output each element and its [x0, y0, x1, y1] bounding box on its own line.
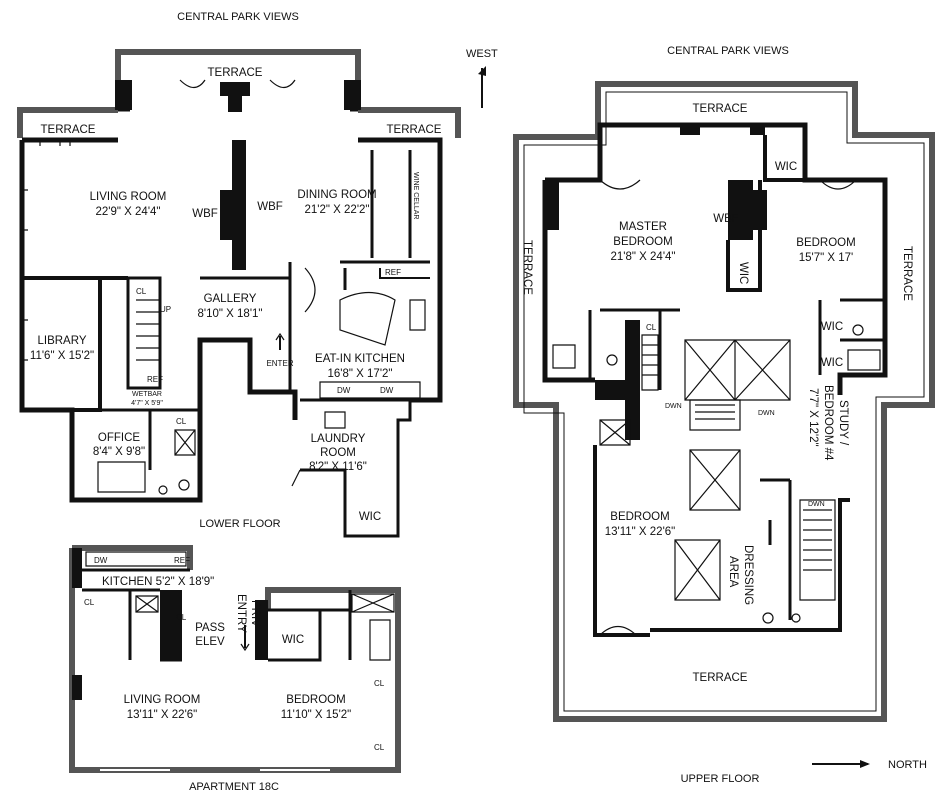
upper-closet-label: CL — [646, 323, 657, 332]
apt-wic-label: WIC — [282, 634, 304, 646]
lower-terrace-top-label: TERRACE — [208, 67, 263, 79]
upper-wic-3: WIC — [821, 321, 843, 333]
west-label: WEST — [466, 48, 498, 60]
apt-closet-4: CL — [374, 743, 385, 752]
office-name: OFFICE — [98, 432, 140, 444]
upper-terrace-top-label: TERRACE — [693, 103, 748, 115]
apartment-18c-plan — [69, 545, 401, 773]
apt-bedroom-name: BEDROOM — [286, 694, 345, 706]
north-label: NORTH — [888, 759, 927, 771]
down-label-3: DWN — [808, 501, 825, 508]
wine-cellar-label: WINE CELLAR — [412, 172, 419, 219]
upper-wic-1: WIC — [775, 161, 797, 173]
laundry-name: LAUNDRY — [311, 433, 366, 445]
west-arrow-icon — [478, 66, 486, 108]
laundry-dim: 8'2" X 11'6" — [309, 461, 367, 473]
wetbar-label: WETBAR — [132, 391, 162, 398]
office-closet-label: CL — [176, 417, 187, 426]
enter-label: ENTER — [266, 359, 293, 368]
stair-up-label: UP — [160, 305, 171, 314]
lower-floor-plan — [17, 49, 461, 538]
apt-closet-2: CL — [176, 613, 187, 622]
gallery-name: GALLERY — [204, 293, 257, 305]
ref-label: REF — [385, 268, 401, 277]
apartment-label: APARTMENT 18C — [189, 781, 279, 793]
upper-wbf-label: WBF — [713, 213, 739, 225]
kitchen-name: EAT-IN KITCHEN — [315, 353, 405, 365]
upper-floor-label: UPPER FLOOR — [681, 773, 760, 785]
apt-pass-label: PASS — [195, 622, 225, 634]
upper-bedroom-1-name: BEDROOM — [796, 237, 855, 249]
upper-wic-2: WIC — [737, 262, 749, 284]
library-dim: 11'6" X 15'2" — [30, 350, 94, 362]
gallery-dim: 8'10" X 18'1" — [198, 308, 263, 320]
living-room-dim: 22'9" X 24'4" — [96, 206, 161, 218]
apt-priv-label: PRIV — [249, 600, 261, 627]
upper-terrace-right-label: TERRACE — [901, 246, 913, 301]
apt-living-name: LIVING ROOM — [124, 694, 201, 706]
down-label-2: DWN — [758, 410, 775, 417]
closet-label: CL — [136, 287, 147, 296]
apt-ref-label: REF — [174, 556, 190, 565]
dressing-label-1: DRESSING — [742, 545, 754, 605]
upper-bedroom-1-dim: 15'7" X 17' — [799, 252, 854, 264]
upper-bedroom-2-dim: 13'11" X 22'6" — [605, 526, 676, 538]
apt-elev-label: ELEV — [195, 636, 225, 648]
lower-views-label: CENTRAL PARK VIEWS — [177, 11, 299, 23]
kitchen-dim: 16'8" X 17'2" — [328, 368, 393, 380]
wetbar-ref-label: REF — [147, 375, 163, 384]
down-label-1: DWN — [665, 403, 682, 410]
upper-terrace-left-label: TERRACE — [521, 240, 533, 295]
lower-floor-label: LOWER FLOOR — [199, 518, 280, 530]
office-dim: 8'4" X 9'8" — [93, 446, 145, 458]
study-label-2: BEDROOM #4 — [822, 385, 834, 461]
apt-closet-3: CL — [374, 679, 385, 688]
dw-label-1: DW — [337, 386, 351, 395]
upper-terrace-bottom-label: TERRACE — [693, 672, 748, 684]
upper-views-label: CENTRAL PARK VIEWS — [667, 45, 789, 57]
apt-kitchen-label: KITCHEN 5'2" X 18'9" — [102, 576, 214, 588]
dining-room-dim: 21'2" X 22'2" — [305, 204, 370, 216]
apt-closet-1: CL — [84, 598, 95, 607]
dining-room-name: DINING ROOM — [297, 189, 376, 201]
upper-bedroom-2-name: BEDROOM — [610, 511, 669, 523]
wetbar-dim: 4'7" X 5'9" — [131, 400, 163, 407]
library-name: LIBRARY — [37, 335, 86, 347]
apt-bedroom-dim: 11'10" X 15'2" — [281, 709, 352, 721]
dw-label-2: DW — [380, 386, 394, 395]
apt-living-dim: 13'11" X 22'6" — [127, 709, 198, 721]
living-room-name: LIVING ROOM — [90, 191, 167, 203]
wbf-label-2: WBF — [257, 201, 283, 213]
master-bedroom-dim: 21'8" X 24'4" — [611, 251, 676, 263]
apt-entry-label: ENTRY — [235, 594, 247, 633]
lower-terrace-right-label: TERRACE — [387, 124, 442, 136]
apt-dw-label: DW — [94, 556, 108, 565]
laundry-name-2: ROOM — [320, 447, 356, 459]
upper-floor-plan — [513, 81, 935, 722]
north-arrow-icon — [812, 760, 870, 768]
master-bedroom-name-1: MASTER — [619, 221, 667, 233]
laundry-wic-label: WIC — [359, 511, 381, 523]
dressing-label-2: AREA — [727, 556, 739, 588]
lower-terrace-left-label: TERRACE — [41, 124, 96, 136]
wbf-label-1: WBF — [192, 208, 218, 220]
study-dim: 7'7" X 12'2" — [807, 388, 819, 447]
master-bedroom-name-2: BEDROOM — [613, 236, 672, 248]
study-label-1: STUDY / — [837, 400, 849, 446]
upper-wic-4: WIC — [821, 357, 843, 369]
